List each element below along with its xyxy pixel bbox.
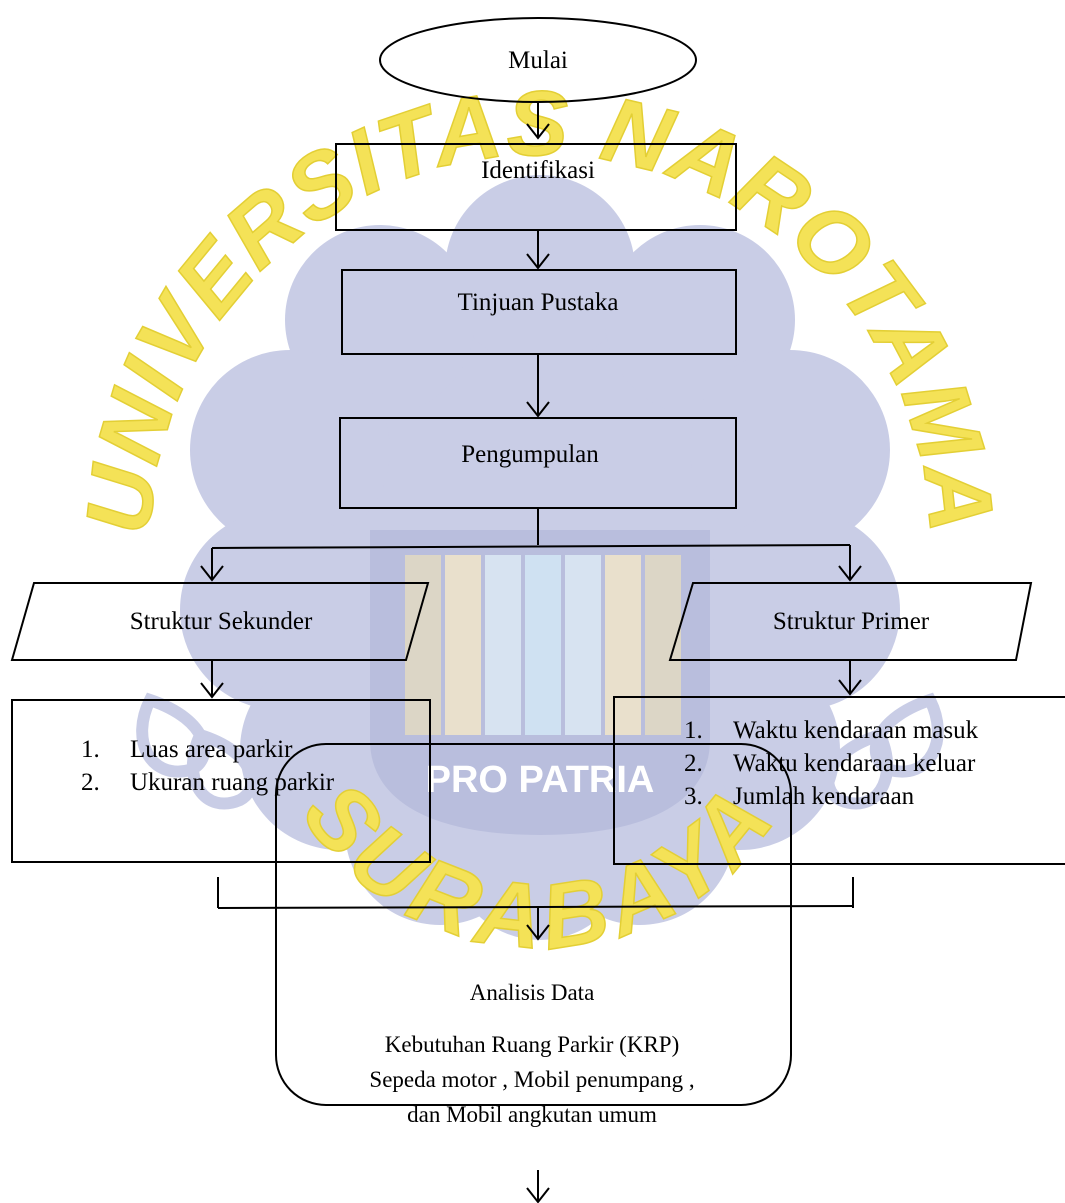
arrow-head-2 bbox=[526, 253, 550, 270]
connector-split-horizontal bbox=[211, 544, 851, 549]
seal-side-drops bbox=[136, 692, 944, 810]
secondary-data-parallelogram bbox=[10, 582, 430, 661]
secondary-items-list: 1. Luas area parkir 2. Ukuran ruang parkir bbox=[81, 736, 335, 796]
secondary-item-number: 2. bbox=[81, 769, 100, 796]
primary-item-text: Waktu kendaraan keluar bbox=[733, 750, 976, 777]
secondary-item-text: Luas area parkir bbox=[130, 736, 293, 763]
arrow-head-3 bbox=[526, 401, 550, 418]
literature-label: Tinjuan Pustaka bbox=[458, 289, 619, 316]
identification-box bbox=[335, 143, 737, 231]
seal-emblem: PRO PATRIA bbox=[370, 530, 710, 835]
analysis-line-2: Sepeda motor , Mobil penumpang , bbox=[369, 1067, 694, 1092]
primary-item-number: 1. bbox=[684, 717, 703, 744]
connectors bbox=[200, 102, 862, 1203]
seal-center-text: PRO PATRIA bbox=[426, 759, 655, 801]
primary-item-number: 3. bbox=[684, 783, 703, 810]
arrow-head-1 bbox=[526, 123, 550, 140]
identification-label: Identifikasi bbox=[481, 157, 595, 184]
arrow-head-9 bbox=[526, 1187, 550, 1203]
start-label: Mulai bbox=[508, 47, 568, 74]
connector-merge-horizontal bbox=[217, 905, 854, 909]
primary-item-number: 2. bbox=[684, 750, 703, 777]
analysis-title: Analisis Data bbox=[470, 980, 595, 1005]
secondary-label: Struktur Sekunder bbox=[130, 608, 313, 635]
arrow-head-4 bbox=[200, 565, 224, 582]
primary-item-text: Waktu kendaraan masuk bbox=[733, 717, 979, 744]
collection-label: Pengumpulan bbox=[461, 441, 599, 468]
primary-items-list: 1. Waktu kendaraan masuk 2. Waktu kendaraan… bbox=[684, 717, 979, 810]
secondary-item-number: 1. bbox=[81, 736, 100, 763]
primary-item-text: Jumlah kendaraan bbox=[733, 783, 915, 810]
arrow-head-6 bbox=[200, 682, 224, 699]
secondary-items-box bbox=[11, 699, 431, 863]
primary-data-parallelogram bbox=[668, 582, 1033, 661]
secondary-item-text: Ukuran ruang parkir bbox=[130, 769, 335, 796]
arrow-head-5 bbox=[838, 565, 862, 582]
analysis-line-3: dan Mobil angkutan umum bbox=[407, 1102, 657, 1127]
primary-label: Struktur Primer bbox=[773, 608, 930, 635]
arrow-head-7 bbox=[838, 679, 862, 696]
analysis-box bbox=[275, 743, 792, 1106]
primary-items-box bbox=[613, 696, 1065, 865]
analysis-line-1: Kebutuhan Ruang Parkir (KRP) bbox=[385, 1032, 680, 1057]
arrow-head-8 bbox=[526, 924, 550, 941]
